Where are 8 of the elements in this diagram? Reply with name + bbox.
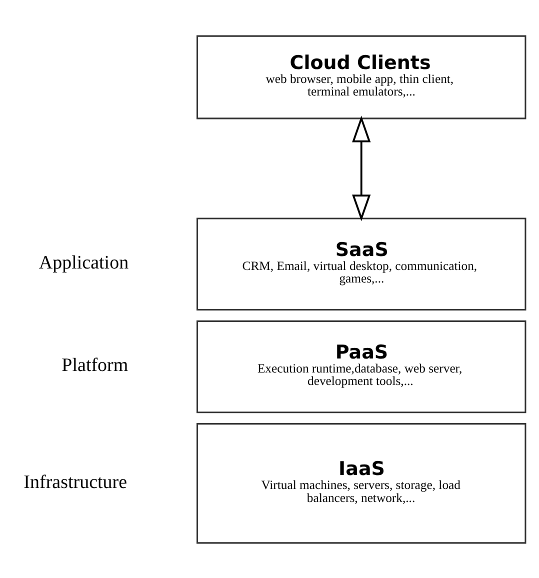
- arrow: [352, 115, 371, 221]
- node-box: IaaS Virtual machines, servers, storage, load balancers, network,...: [196, 422, 526, 544]
- node-label: Application: [38, 252, 129, 274]
- node-label: Platform: [62, 354, 128, 376]
- node-label: Infrastructure: [24, 471, 128, 492]
- node-box: PaaS Execution runtime,database, web server, development tools,...: [196, 320, 526, 413]
- node-box: SaaS CRM, Email, virtual desktop, communication, games,...: [196, 217, 526, 310]
- node-box: Cloud Clients web browser, mobile app, thin client, terminal emulators,...: [196, 34, 526, 119]
